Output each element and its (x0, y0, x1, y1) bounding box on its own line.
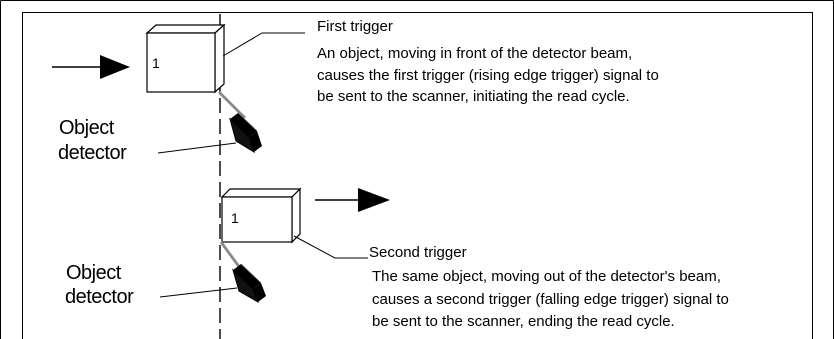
box-number-label: 1 (152, 55, 160, 71)
detector-beam-ray (218, 91, 246, 119)
incoming-arrow-head (100, 55, 130, 79)
first-trigger-leader (222, 32, 305, 57)
object-box-2 (220, 187, 302, 244)
detector-label-line2: detector (65, 286, 134, 308)
detector-label-leader (159, 287, 238, 298)
second-trigger-leader (293, 235, 368, 259)
detector-label-line2: detector (58, 142, 127, 164)
object-box-1 (145, 23, 226, 94)
scene-first-trigger: 1 Object detector First trigger An objec… (52, 18, 659, 164)
first-trigger-text-line3: be sent to the scanner, initiating the r… (317, 88, 630, 105)
outgoing-arrow-head (358, 188, 390, 212)
box-front-face (221, 196, 293, 243)
box-number-label: 1 (231, 210, 239, 226)
object-detector-device (232, 263, 266, 304)
detector-label-leader (157, 142, 237, 154)
first-trigger-text-line2: causes the first trigger (rising edge tr… (317, 67, 659, 84)
first-trigger-title: First trigger (317, 18, 393, 35)
detector-label-line1: Object (59, 117, 115, 139)
scene-second-trigger: 1 Object detector Second trigger The sam… (65, 187, 729, 330)
second-trigger-title: Second trigger (369, 244, 467, 261)
object-detector-device (229, 112, 262, 154)
detector-label-line1: Object (66, 262, 122, 284)
second-trigger-text-line3: be sent to the scanner, ending the read … (372, 313, 675, 330)
box-front-face (146, 32, 216, 93)
second-trigger-text-line2: causes a second trigger (falling edge tr… (372, 291, 729, 308)
detector-beam-ray (219, 241, 242, 269)
second-trigger-text-line1: The same object, moving out of the detec… (372, 268, 721, 285)
first-trigger-text-line1: An object, moving in front of the detect… (317, 45, 632, 62)
